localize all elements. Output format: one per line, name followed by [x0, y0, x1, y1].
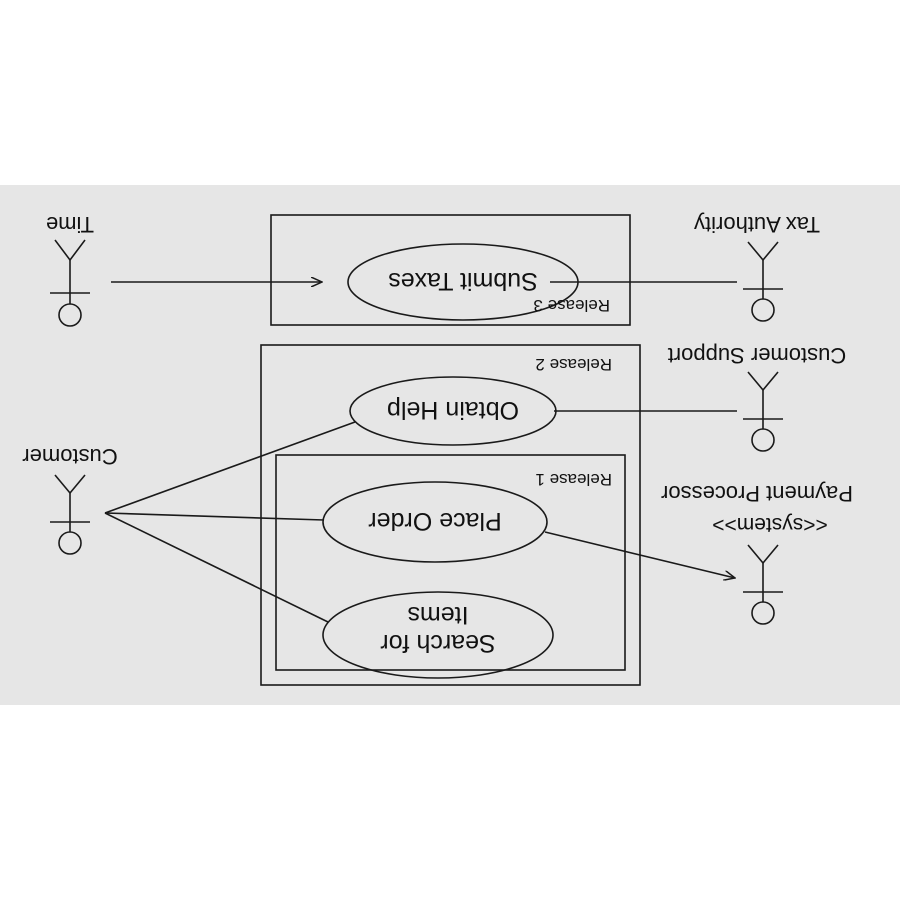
release2-boundary	[260, 344, 641, 686]
actor-time	[50, 239, 90, 327]
use-case-place-order[interactable]	[322, 481, 548, 563]
label-submit-taxes: Submit Taxes	[388, 267, 538, 295]
label-release2: Release 2	[535, 355, 612, 374]
association-customer-obtain-help	[104, 421, 356, 514]
label-place-order: Place Order	[368, 507, 501, 535]
label-actor-payment-processor: Payment Processor	[661, 481, 853, 506]
release3-boundary	[270, 214, 631, 326]
actor-customer-support	[743, 371, 783, 452]
actor-payment-processor	[743, 544, 783, 625]
use-case-search-for-items[interactable]	[322, 591, 554, 679]
label-items: Items	[407, 601, 468, 629]
label-release1: Release 1	[535, 470, 612, 489]
association-place-order-payment-processor	[544, 531, 735, 578]
association-customer-search-items	[104, 512, 329, 623]
label-stereotype-system: <<system>>	[712, 513, 828, 536]
label-actor-customer: Customer	[22, 444, 117, 469]
release1-boundary	[275, 454, 626, 671]
label-release3: Release 3	[533, 296, 610, 315]
label-actor-tax-authority: Tax Authority	[694, 212, 820, 237]
actor-tax-authority	[743, 241, 783, 322]
label-obtain-help: Obtain Help	[387, 396, 519, 424]
association-customer-place-order	[104, 512, 325, 521]
label-actor-customer-support: Customer Support	[668, 343, 847, 368]
actor-customer	[50, 474, 90, 555]
label-search-for: Search for	[380, 629, 495, 657]
label-actor-time: Time	[46, 212, 94, 237]
